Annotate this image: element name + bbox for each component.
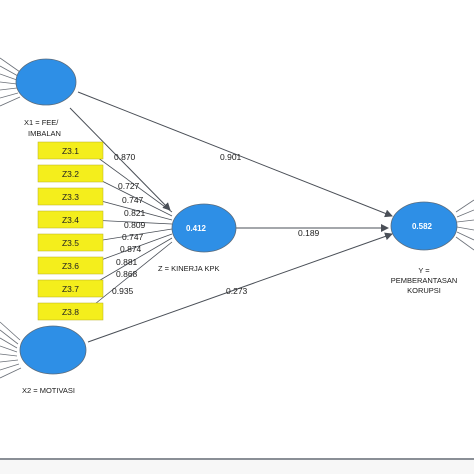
indicator-label: Z3.5 [62, 238, 79, 248]
indicator-label: Z3.6 [62, 261, 79, 271]
x2-indicator-lines [0, 321, 22, 379]
construct-y[interactable]: 0.582 [390, 201, 458, 251]
construct-x2-label: X2 = MOTIVASI [22, 386, 75, 395]
indicator-label: Z3.3 [62, 192, 79, 202]
loading-value: 0.747 [122, 232, 144, 242]
indicator-label: Z3.4 [62, 215, 79, 225]
loading-value: 0.881 [116, 257, 138, 267]
indicator-label: Z3.8 [62, 307, 79, 317]
loading-value: 0.874 [120, 244, 142, 254]
loading-value: 0.868 [116, 269, 138, 279]
construct-z[interactable]: 0.412 [171, 203, 237, 253]
indicator-label: Z3.1 [62, 146, 79, 156]
indicator-z3-2[interactable]: Z3.2 [37, 164, 104, 183]
path-x1-z [69, 107, 171, 211]
z-indicator-arrows [89, 151, 173, 309]
path-x2-y [87, 232, 393, 343]
construct-x1-label-line1: X1 = FEE/ [24, 118, 59, 127]
loading-value: 0.870 [114, 152, 136, 162]
indicator-label: Z3.7 [62, 284, 79, 294]
indicator-z3-1[interactable]: Z3.1 [37, 141, 104, 160]
construct-x1[interactable] [15, 58, 77, 106]
construct-x2[interactable] [19, 325, 87, 375]
canvas-bottom-border [0, 458, 474, 460]
indicator-z3-6[interactable]: Z3.6 [37, 256, 104, 275]
construct-y-label-line1: Y = [418, 266, 430, 275]
indicator-z3-4[interactable]: Z3.4 [37, 210, 104, 229]
loading-value: 0.747 [122, 195, 144, 205]
construct-x1-label-line2: IMBALAN [28, 129, 61, 138]
y-indicator-lines [455, 199, 474, 251]
construct-z-label: Z = KINERJA KPK [158, 264, 219, 273]
indicator-z3-3[interactable]: Z3.3 [37, 187, 104, 206]
loading-value: 0.727 [118, 181, 140, 191]
construct-y-r2: 0.582 [412, 222, 433, 231]
indicator-label: Z3.2 [62, 169, 79, 179]
construct-y-label-line3: KORUPSI [407, 286, 441, 295]
construct-y-label-line2: PEMBERANTASAN [391, 276, 458, 285]
path-coefficient-z-y: 0.189 [298, 228, 320, 238]
indicator-z3-8[interactable]: Z3.8 [37, 302, 104, 321]
path-x1-y [77, 91, 393, 218]
path-coefficient-x2-y: 0.273 [226, 286, 248, 296]
loading-value: 0.809 [124, 220, 146, 230]
loading-value: 0.935 [112, 286, 134, 296]
construct-z-r2: 0.412 [186, 224, 207, 233]
x1-indicator-lines [0, 57, 21, 107]
loading-value: 0.821 [124, 208, 146, 218]
indicator-z3-5[interactable]: Z3.5 [37, 233, 104, 252]
path-coefficient-x1-y: 0.901 [220, 152, 242, 162]
indicator-z3-7[interactable]: Z3.7 [37, 279, 104, 298]
canvas-footer [0, 460, 474, 474]
